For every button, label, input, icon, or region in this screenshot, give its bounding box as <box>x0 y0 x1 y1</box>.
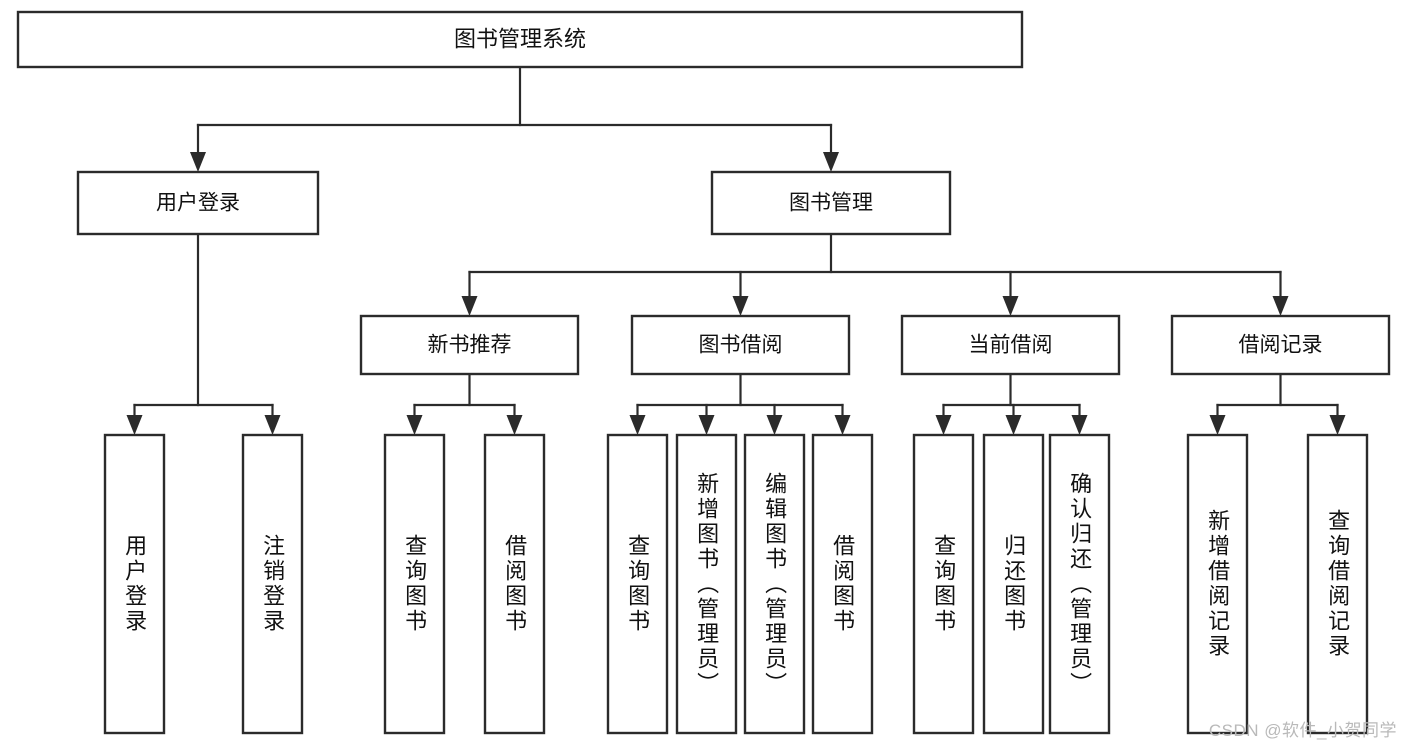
node-current-borrow-box[interactable] <box>900 314 1121 376</box>
node-leaf-add-book-box[interactable] <box>675 433 738 735</box>
node-current-borrow-label: 当前借阅 <box>969 334 1053 357</box>
node-user-login-label: 用户登录 <box>156 192 240 215</box>
node-leaf-return-book-box[interactable] <box>982 433 1045 735</box>
node-new-book-rec-box[interactable] <box>359 314 580 376</box>
arrow-down-icon-leaf-return-book <box>1005 415 1022 435</box>
arrow-down-icon-leaf-add-record <box>1209 415 1226 435</box>
arrow-down-icon-book-borrow <box>732 296 749 316</box>
arrow-down-icon-leaf-query-book-1 <box>406 415 423 435</box>
node-borrow-record-box[interactable] <box>1170 314 1391 376</box>
node-book-manage-box[interactable] <box>710 170 952 236</box>
node-leaf-query-book-1-box[interactable] <box>383 433 446 735</box>
watermark-text: CSDN @软件_小贺同学 <box>1208 721 1397 740</box>
node-leaf-add-record-box[interactable] <box>1186 433 1249 735</box>
arrow-down-icon-leaf-user-login <box>126 415 143 435</box>
node-book-borrow-label: 图书借阅 <box>699 334 783 357</box>
arrow-down-icon-leaf-add-book <box>698 415 715 435</box>
arrow-down-icon-borrow-record <box>1272 296 1289 316</box>
node-book-borrow-box[interactable] <box>630 314 851 376</box>
arrow-down-icon-leaf-user-logout <box>264 415 281 435</box>
arrow-down-icon-leaf-query-book-3 <box>935 415 952 435</box>
node-box-layer <box>16 10 1391 735</box>
arrow-down-icon-leaf-borrow-book-2 <box>834 415 851 435</box>
node-leaf-edit-book-box[interactable] <box>743 433 806 735</box>
arrow-down-icon-current-borrow <box>1002 296 1019 316</box>
node-leaf-user-login-box[interactable] <box>103 433 166 735</box>
arrow-down-icon-user-login <box>190 152 206 172</box>
arrow-down-icon-leaf-borrow-book-1 <box>506 415 523 435</box>
arrow-down-icon-leaf-query-record <box>1329 415 1346 435</box>
node-leaf-user-logout-box[interactable] <box>241 433 304 735</box>
node-borrow-record-label: 借阅记录 <box>1239 334 1323 357</box>
node-book-manage-label: 图书管理 <box>789 192 873 215</box>
node-leaf-borrow-book-2-box[interactable] <box>811 433 874 735</box>
arrow-down-icon-new-book-rec <box>461 296 478 316</box>
arrow-down-icon-book-manage <box>823 152 839 172</box>
node-user-login-box[interactable] <box>76 170 320 236</box>
node-root-label: 图书管理系统 <box>454 26 586 51</box>
node-leaf-borrow-book-1-box[interactable] <box>483 433 546 735</box>
node-root-box[interactable] <box>16 10 1024 69</box>
arrow-down-icon-leaf-confirm-return <box>1071 415 1088 435</box>
node-new-book-rec-label: 新书推荐 <box>428 334 512 357</box>
node-leaf-confirm-return-box[interactable] <box>1048 433 1111 735</box>
connector-layer <box>126 65 1346 435</box>
node-leaf-query-record-box[interactable] <box>1306 433 1369 735</box>
arrow-down-icon-leaf-edit-book <box>766 415 783 435</box>
node-leaf-query-book-2-box[interactable] <box>606 433 669 735</box>
node-leaf-query-book-3-box[interactable] <box>912 433 975 735</box>
arrow-down-icon-leaf-query-book-2 <box>629 415 646 435</box>
